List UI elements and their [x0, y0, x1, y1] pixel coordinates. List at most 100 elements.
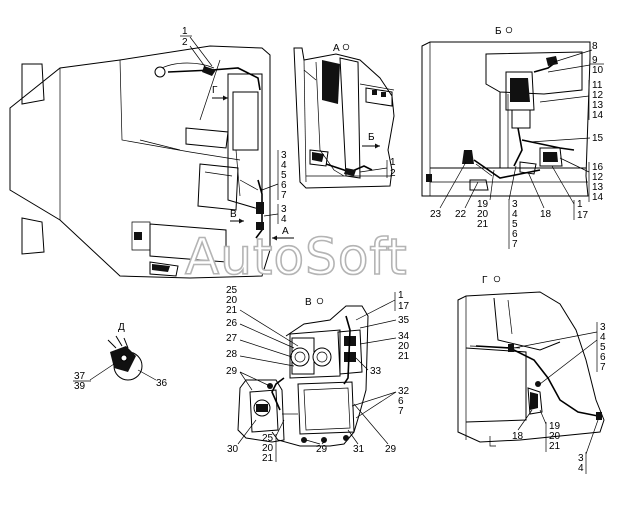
callout-label: 31 [353, 444, 365, 455]
callout-label: 1 [398, 290, 404, 301]
callout-label: 5 [512, 219, 518, 230]
callout-label: 28 [226, 349, 238, 360]
callout-label: 3 [600, 322, 606, 333]
callout-label: 20 [549, 431, 561, 442]
callout-label: 32 [398, 386, 410, 397]
view-mark-v-arrow: В [230, 209, 237, 220]
view-d-callouts: 37 39 36 [73, 363, 168, 392]
callout-label: 21 [262, 453, 274, 464]
callout-label: 9 [592, 55, 598, 66]
callout-label: 29 [226, 366, 238, 377]
callout-label: 7 [398, 406, 404, 417]
callout-label: 27 [226, 333, 238, 344]
view-mark-a-arrow: А [282, 226, 289, 237]
callout-label: 12 [592, 90, 604, 101]
callout-label: 30 [227, 444, 239, 455]
callout-label: 17 [398, 301, 410, 312]
view-g [457, 291, 605, 447]
callout-label: 8 [592, 41, 598, 52]
callout-label: 26 [226, 318, 238, 329]
view-title-g: Г [482, 275, 488, 286]
callout-label: 25 [262, 433, 274, 444]
callout-label: 4 [281, 160, 287, 171]
callout-label: 4 [578, 463, 584, 474]
view-a [293, 47, 395, 189]
callout-label: 37 [74, 371, 86, 382]
callout-label: 7 [600, 362, 606, 373]
callout-label: 23 [430, 209, 442, 220]
callout-label: 14 [592, 192, 604, 203]
main-view [9, 45, 271, 279]
callout-label: 34 [398, 331, 410, 342]
callout-label: 12 [592, 172, 604, 183]
callout-label: 17 [577, 210, 589, 221]
callout-label: 11 [592, 80, 603, 91]
callout-label: 29 [385, 444, 397, 455]
watermark: AutoSoft [185, 228, 408, 286]
callout-label: 7 [281, 190, 287, 201]
view-title-v: В [305, 297, 312, 308]
callout-label: 20 [262, 443, 274, 454]
view-b-callouts: 8 9 10 11 12 13 14 15 16 12 13 14 23 22 … [430, 41, 604, 250]
view-title-d: Д [118, 322, 125, 333]
callout-label: 18 [512, 431, 524, 442]
callout-label: 15 [592, 133, 604, 144]
view-g-callouts: 3 4 5 6 7 18 19 20 21 3 4 [512, 322, 606, 474]
callout-label: 13 [592, 182, 604, 193]
callout-label: 3 [512, 199, 518, 210]
callout-label: 36 [156, 378, 168, 389]
callout-label: 14 [592, 110, 604, 121]
callout-label: 6 [600, 352, 606, 363]
callout-label: 5 [600, 342, 606, 353]
view-mark-b-arrow: Б [368, 132, 375, 143]
callout-label: 39 [74, 381, 86, 392]
callout-label: 33 [370, 366, 382, 377]
callout-label: 2 [182, 37, 188, 48]
callout-label: 10 [592, 65, 604, 76]
view-title-b: Б [495, 26, 502, 37]
callout-label: 7 [512, 239, 518, 250]
callout-label: 16 [592, 162, 604, 173]
callout-label: 35 [398, 315, 410, 326]
view-a-callouts: 1 2 [359, 157, 396, 179]
callout-label: 1 [182, 26, 188, 37]
callout-label: 18 [540, 209, 552, 220]
view-mark-g-arrow: Г [212, 85, 218, 96]
view-d [107, 335, 143, 381]
view-g-title: Г [482, 275, 501, 286]
callout-label: 20 [398, 341, 410, 352]
callout-label: 1 [390, 157, 396, 168]
callout-label: 3 [281, 150, 287, 161]
callout-label: 21 [477, 219, 489, 230]
callout-label: 21 [226, 305, 238, 316]
callout-label: 21 [549, 441, 561, 452]
callout-label: 22 [455, 209, 467, 220]
callout-label: 29 [316, 444, 328, 455]
view-d-title: Д [118, 322, 125, 333]
view-v-title: В [305, 297, 324, 308]
callout-label: 4 [281, 214, 287, 225]
view-a-title: А [333, 43, 350, 54]
callout-label: 6 [281, 180, 287, 191]
callout-label: 3 [578, 453, 584, 464]
callout-label: 20 [477, 209, 489, 220]
callout-label: 3 [281, 204, 287, 215]
view-v [237, 305, 369, 447]
main-view-marks: Г В А [212, 85, 294, 241]
callout-label: 1 [577, 199, 583, 210]
view-v-callouts: 25 20 21 26 27 28 29 1 17 35 34 20 21 33… [226, 285, 410, 464]
callout-label: 21 [398, 351, 410, 362]
callout-label: 19 [477, 199, 489, 210]
main-view-callouts: 1 2 3 4 5 6 7 3 4 [180, 26, 287, 225]
view-b [421, 41, 591, 197]
callout-label: 4 [600, 332, 606, 343]
callout-label: 19 [549, 421, 561, 432]
callout-label: 13 [592, 100, 604, 111]
callout-label: 20 [226, 295, 238, 306]
view-a-marks: Б [362, 132, 380, 149]
view-b-title: Б [495, 26, 513, 37]
callout-label: 5 [281, 170, 287, 181]
callout-label: 6 [398, 396, 404, 407]
callout-label: 25 [226, 285, 238, 296]
